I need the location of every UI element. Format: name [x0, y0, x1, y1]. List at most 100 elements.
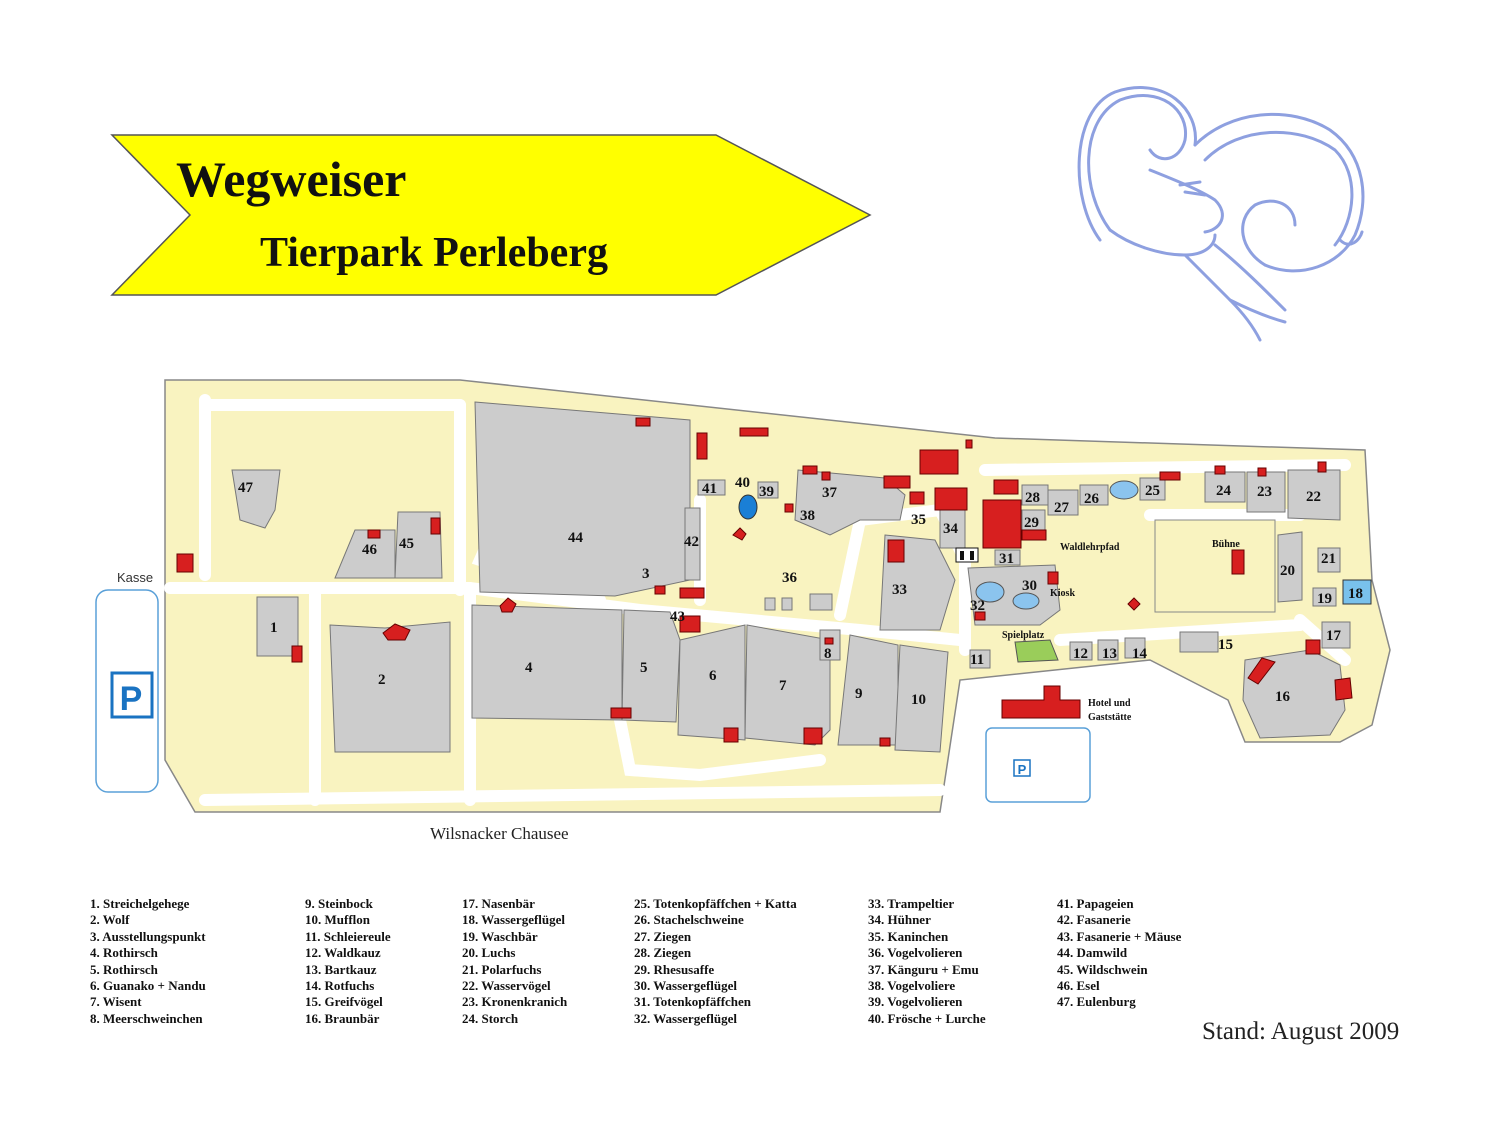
enclosure-23 — [1246, 471, 1286, 513]
num-18: 18 — [1348, 586, 1363, 602]
num-28: 28 — [1025, 490, 1040, 506]
legend-item: 28. Ziegen — [634, 945, 692, 961]
enclosure-10 — [894, 644, 949, 753]
legend-item: 30. Wassergeflügel — [634, 978, 738, 994]
enclosure-18 — [1342, 579, 1372, 605]
enclosure-45 — [394, 511, 443, 579]
enclosure-26 — [1079, 484, 1109, 506]
legend-item: 38. Vogelvoliere — [868, 978, 956, 994]
num-10: 10 — [911, 692, 926, 708]
legend-item: 24. Storch — [462, 1010, 519, 1026]
num-22: 22 — [1306, 489, 1321, 505]
enclosure-14 — [1124, 637, 1146, 659]
waldlehrpfad-label: Waldlehrpfad — [1060, 542, 1120, 553]
legend-item: 1. Streichelgehege — [90, 896, 190, 911]
legend-item: 25. Totenkopfäffchen + Katta — [634, 896, 797, 911]
num-29: 29 — [1024, 515, 1039, 531]
legend-item: 33. Trampeltier — [868, 896, 955, 911]
enclosure-13 — [1097, 639, 1119, 661]
num-40: 40 — [735, 475, 750, 491]
legend-item: 2. Wolf — [90, 912, 130, 928]
legend-item: 36. Vogelvolieren — [868, 945, 963, 961]
header-title: Wegweiser — [176, 151, 406, 207]
legend-item: 23. Kronenkranich — [462, 994, 568, 1010]
num-16: 16 — [1275, 689, 1291, 705]
num-35: 35 — [911, 512, 926, 528]
legend-item: 39. Vogelvolieren — [868, 994, 963, 1010]
legend-item: 29. Rhesusaffe — [634, 961, 715, 977]
num-3: 3 — [642, 566, 650, 582]
enclosure-25 — [1139, 477, 1166, 501]
num-11: 11 — [970, 652, 984, 668]
legend-item: 22. Wasservögel — [462, 978, 551, 994]
enclosure-39 — [757, 481, 779, 499]
num-17: 17 — [1326, 628, 1342, 644]
legend-item: 17. Nasenbär — [462, 896, 535, 911]
legend-item: 5. Rothirsch — [90, 961, 158, 977]
enclosure-20 — [1277, 531, 1303, 603]
buehne-label: Bühne — [1212, 539, 1240, 550]
legend-item: 4. Rothirsch — [90, 945, 158, 961]
enclosures — [231, 401, 1351, 753]
num-46: 46 — [362, 542, 378, 558]
parking-sign-west — [110, 671, 154, 719]
num-6: 6 — [709, 668, 717, 684]
parking-label-east: P — [1018, 762, 1027, 777]
enclosure-42 — [684, 507, 701, 581]
num-32: 32 — [970, 598, 985, 614]
hotel-label-1: Hotel und — [1088, 698, 1131, 709]
stage-area — [1154, 519, 1276, 613]
enclosure-2 — [329, 621, 451, 753]
num-34: 34 — [943, 521, 959, 537]
legend-item: 19. Waschbär — [462, 928, 538, 944]
parking-sign-east — [1013, 759, 1031, 777]
num-30: 30 — [1022, 578, 1037, 594]
enclosure-5 — [621, 609, 681, 723]
num-20: 20 — [1280, 563, 1295, 579]
num-25: 25 — [1145, 483, 1160, 499]
kiosk-label: Kiosk — [1050, 588, 1075, 599]
enclosure-27 — [1047, 489, 1079, 516]
legend-item: 42. Fasanerie — [1057, 912, 1131, 928]
legend-item: 40. Frösche + Lurche — [868, 1010, 986, 1026]
road-label: Wilsnacker Chausee — [430, 824, 569, 843]
legend-item: 10. Mufflon — [305, 912, 370, 928]
num-41: 41 — [702, 481, 717, 497]
ram-head-icon — [1077, 86, 1365, 342]
legend-item: 11. Schleiereule — [305, 928, 391, 944]
num-12: 12 — [1073, 646, 1088, 662]
playground — [1014, 639, 1059, 663]
legend-item: 27. Ziegen — [634, 928, 692, 944]
parking-lot-east — [985, 727, 1091, 803]
num-2: 2 — [378, 672, 386, 688]
enclosure-6 — [677, 624, 746, 741]
legend-item: 16. Braunbär — [305, 1010, 380, 1026]
legend-item: 35. Kaninchen — [868, 928, 949, 944]
legend-item: 3. Ausstellungspunkt — [90, 928, 206, 944]
water — [738, 494, 758, 520]
num-4: 4 — [525, 660, 533, 676]
legend-item: 31. Totenkopfäffchen — [634, 994, 752, 1010]
legend-item: 20. Luchs — [462, 945, 516, 961]
num-14: 14 — [1132, 646, 1148, 662]
stand-date: Stand: August 2009 — [1202, 1018, 1400, 1045]
legend-item: 37. Känguru + Emu — [868, 961, 979, 977]
toilet-icon — [955, 547, 979, 563]
enclosure-17 — [1321, 621, 1351, 649]
legend-item: 12. Waldkauz — [305, 945, 381, 961]
legend-item: 7. Wisent — [90, 994, 142, 1010]
num-38: 38 — [800, 508, 815, 524]
legend-item: 43. Fasanerie + Mäuse — [1057, 928, 1182, 944]
enclosure-11 — [969, 649, 991, 669]
num-37: 37 — [822, 485, 838, 501]
legend-item: 13. Bartkauz — [305, 961, 377, 977]
legend-item: 26. Stachelschweine — [634, 912, 744, 928]
enclosure-41 — [697, 479, 726, 496]
num-44: 44 — [568, 530, 584, 546]
hotel-building — [1001, 685, 1081, 719]
num-9: 9 — [855, 686, 863, 702]
